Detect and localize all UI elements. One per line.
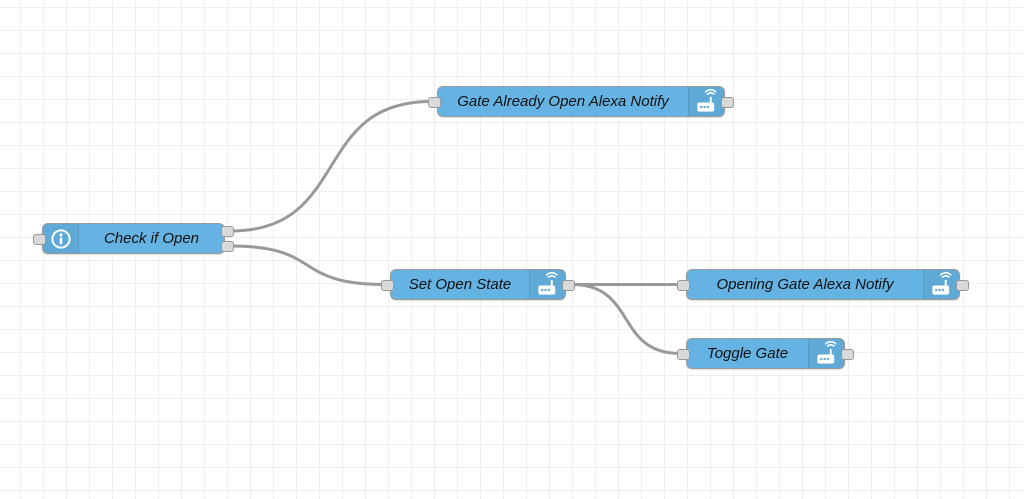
info-icon: [43, 224, 79, 253]
node-label: Opening Gate Alexa Notify: [716, 276, 894, 293]
input-port[interactable]: [677, 280, 690, 291]
router-icon: [923, 270, 959, 299]
output-port[interactable]: [221, 226, 234, 237]
output-port[interactable]: [221, 241, 234, 252]
output-port[interactable]: [956, 279, 969, 291]
output-port[interactable]: [721, 96, 734, 108]
output-port[interactable]: [562, 279, 575, 291]
router-icon: [688, 87, 724, 116]
input-port[interactable]: [677, 349, 690, 360]
output-port[interactable]: [841, 348, 854, 360]
input-port[interactable]: [381, 280, 394, 291]
flow-node-opening_gate[interactable]: Opening Gate Alexa Notify: [677, 269, 969, 300]
flow-node-toggle_gate[interactable]: Toggle Gate: [677, 338, 854, 369]
wire-check_if_open-to-gate_already_open[interactable]: [229, 100, 433, 233]
flow-node-set_open_state[interactable]: Set Open State: [381, 269, 575, 300]
node-label: Gate Already Open Alexa Notify: [457, 93, 669, 110]
flow-node-check_if_open[interactable]: Check if Open: [33, 223, 234, 254]
input-port[interactable]: [33, 234, 46, 245]
node-label: Check if Open: [103, 230, 200, 247]
wire-set_open_state-to-toggle_gate[interactable]: [570, 283, 682, 355]
router-icon: [529, 270, 565, 299]
input-port[interactable]: [428, 97, 441, 108]
flow-node-gate_already_open[interactable]: Gate Already Open Alexa Notify: [428, 86, 734, 117]
wire-check_if_open-to-set_open_state[interactable]: [229, 244, 386, 286]
node-label: Set Open State: [408, 276, 512, 293]
router-icon: [808, 339, 844, 368]
node-label: Toggle Gate: [706, 345, 789, 362]
